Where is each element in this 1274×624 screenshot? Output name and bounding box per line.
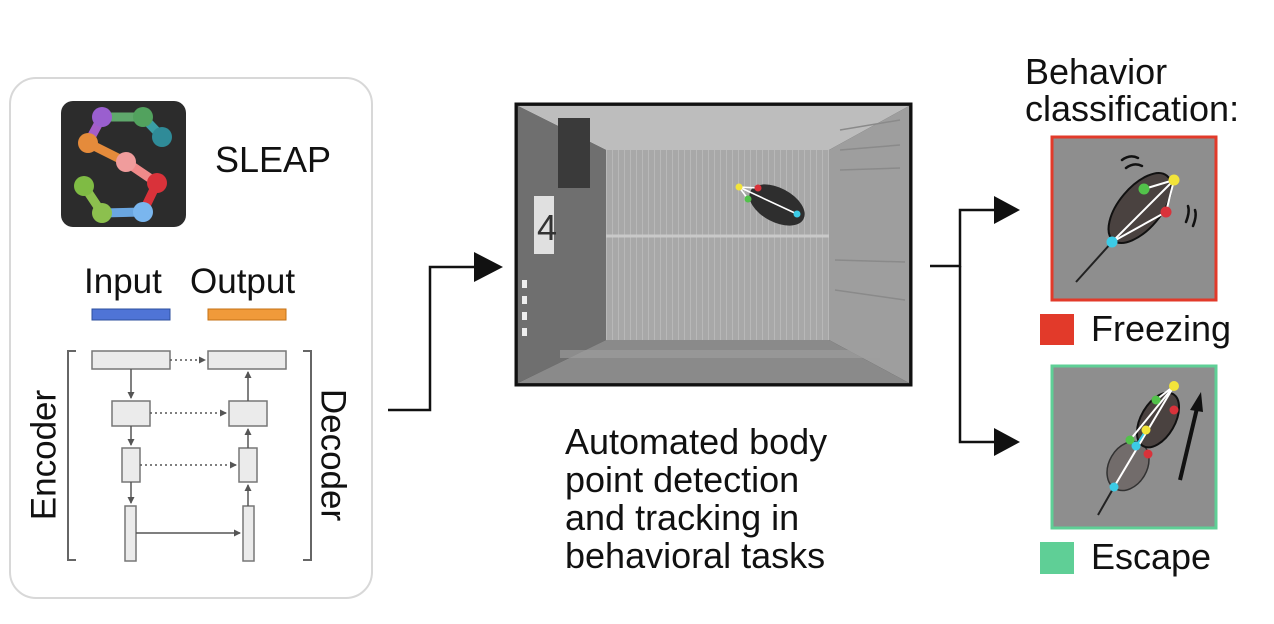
arrow-to-freezing bbox=[930, 208, 1000, 268]
escape-illustration bbox=[1050, 364, 1218, 530]
encoder-bracket bbox=[67, 350, 76, 561]
svg-text:4: 4 bbox=[537, 207, 557, 248]
classification-title-line: classification: bbox=[1025, 88, 1240, 129]
input-label: Input bbox=[84, 262, 162, 301]
arrow-head-tracking bbox=[474, 252, 503, 282]
decoder-bracket bbox=[303, 350, 312, 561]
caption-line: and tracking in bbox=[565, 497, 800, 538]
arrow-head-escape bbox=[994, 428, 1020, 456]
classification-title-line: Behavior bbox=[1025, 51, 1168, 92]
escape-label: Escape bbox=[1091, 536, 1212, 577]
output-bar bbox=[207, 308, 287, 321]
input-bar bbox=[91, 308, 171, 321]
tracking-video-frame: 4 bbox=[514, 102, 913, 387]
caption-line: behavioral tasks bbox=[565, 535, 826, 576]
freezing-label: Freezing bbox=[1091, 308, 1232, 349]
decoder-label: Decoder bbox=[313, 388, 353, 522]
unet-diagram bbox=[91, 350, 287, 562]
caption-line: point detection bbox=[565, 459, 800, 500]
sleap-title: SLEAP bbox=[215, 139, 332, 180]
caption-line: Automated body bbox=[565, 421, 828, 462]
escape-swatch bbox=[1040, 542, 1074, 574]
freezing-swatch bbox=[1040, 314, 1074, 345]
encoder-label: Encoder bbox=[24, 389, 64, 521]
freezing-illustration bbox=[1050, 135, 1218, 302]
arrow-to-escape bbox=[958, 266, 1000, 444]
sleap-logo bbox=[61, 101, 186, 227]
output-label: Output bbox=[190, 262, 296, 301]
arrow-head-freezing bbox=[994, 196, 1020, 224]
arrow-to-tracking bbox=[388, 265, 495, 412]
